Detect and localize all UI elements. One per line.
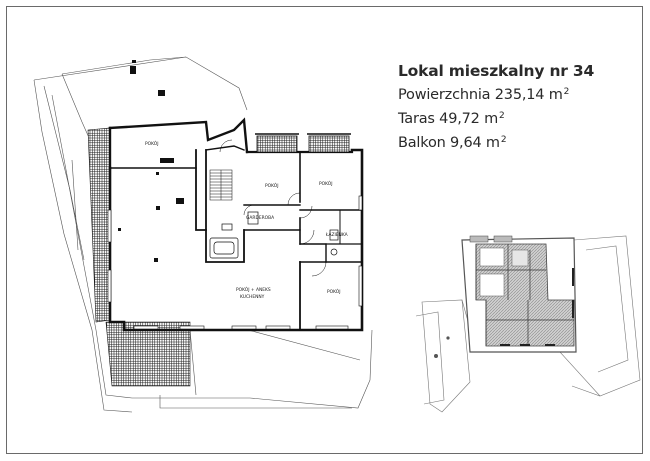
balcony-line: Balkon 9,64 m2 [398,130,594,154]
room-label-pokoj-2: POKÓJ [265,182,279,189]
windows [107,195,363,330]
room-label-pokoj-aneks-2: KUCHENNY [240,294,265,300]
terrace-value: 49,72 m [439,111,499,127]
top-fixture-1 [130,66,136,74]
terrace-outline [33,56,373,413]
terrace-unit-sup: 2 [499,111,505,121]
room-label-pokoj-top: POKÓJ [145,140,159,147]
terrace-line: Taras 49,72 m2 [398,106,594,130]
main-floorplan: POKÓJ POKÓJ POKÓJ GARDEROBA ŁAZIENKA POK… [33,56,373,413]
balcony-label: Balkon [398,135,446,151]
balconies [255,133,351,153]
top-fixture-2 [158,90,165,96]
area-line: Powierzchnia 235,14 m2 [398,82,594,106]
area-label: Powierzchnia [398,87,491,103]
bath-fixtures [209,211,339,259]
balcony-value: 9,64 m [450,135,500,151]
page-frame [6,6,643,454]
terrace-label: Taras [398,111,435,127]
stairs [209,169,233,201]
apartment-info: Lokal mieszkalny nr 34 Powierzchnia 235,… [398,60,594,154]
room-label-pokoj-3: POKÓJ [319,180,333,187]
balcony-unit-sup: 2 [500,135,507,145]
room-label-pokoj-right: POKÓJ [327,288,341,295]
doors [219,139,327,277]
left-terrace-deck [87,127,111,323]
bottom-terrace-deck [105,321,191,387]
area-value: 235,14 m [494,87,563,103]
room-label-garderoba: GARDEROBA [246,215,274,221]
room-label-pokoj-aneks-1: POKÓJ + ANEKS [236,286,271,293]
room-label-lazienka: ŁAZIENKA [325,232,348,238]
apartment-title: Lokal mieszkalny nr 34 [398,62,595,80]
area-unit-sup: 2 [563,87,570,97]
building-walls [108,117,364,332]
key-plan [415,235,641,413]
fixtures-misc [118,158,184,262]
